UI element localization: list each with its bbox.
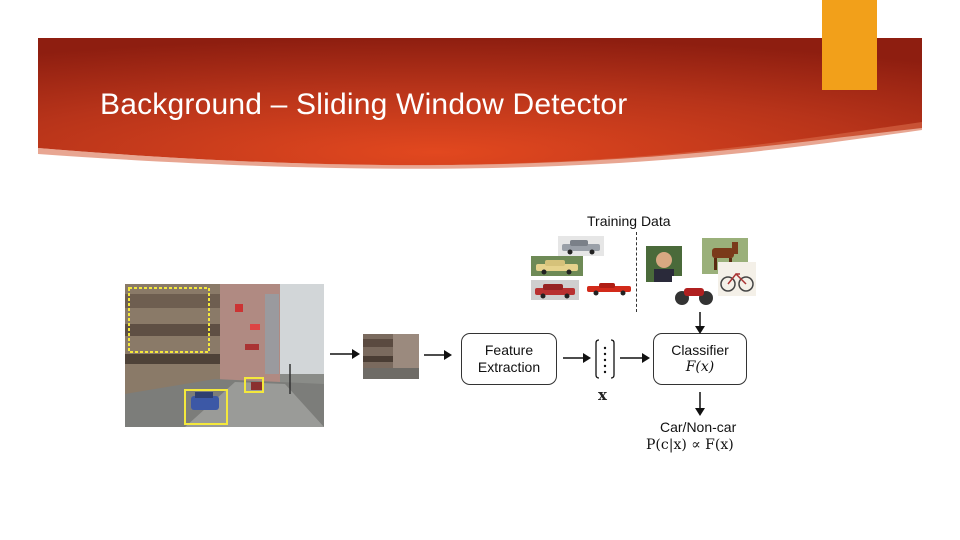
training-car-yellow-thumb — [531, 256, 583, 276]
street-scene-image — [125, 284, 324, 427]
training-person-thumb — [646, 246, 682, 282]
header-banner — [38, 38, 922, 178]
detection-window-small — [244, 377, 264, 393]
training-data-title: Training Data — [587, 213, 671, 229]
feature-box-line2: Extraction — [477, 359, 541, 375]
window-crop-image — [363, 334, 419, 379]
arrow-icon — [330, 349, 360, 359]
training-data-divider — [636, 232, 637, 312]
classifier-title: Classifier — [671, 342, 729, 358]
classifier-box: Classifier F(x) — [653, 333, 747, 385]
feature-vector-label: x — [598, 386, 607, 404]
training-car-sports-thumb — [585, 276, 633, 298]
feature-box-line1: Feature — [484, 342, 534, 358]
slide-title: Background – Sliding Window Detector — [100, 88, 628, 121]
feature-vector-icon — [595, 339, 615, 379]
training-bicycle-thumb — [718, 262, 756, 296]
detection-window-car — [184, 389, 228, 425]
training-car-red-thumb — [531, 280, 579, 300]
arrow-icon — [695, 392, 705, 416]
output-formula: P(c|x) ∝ F(x) — [646, 437, 734, 453]
output-label: Car/Non-car — [660, 419, 737, 435]
arrow-icon — [563, 353, 591, 363]
training-motorcycle-thumb — [672, 276, 716, 308]
arrow-icon — [424, 350, 452, 360]
classifier-formula: F(x) — [685, 359, 715, 375]
training-car-silver-thumb — [558, 236, 604, 256]
arrow-icon — [695, 312, 705, 334]
feature-extraction-box: Feature Extraction — [461, 333, 557, 385]
banner-shape — [38, 38, 922, 169]
detection-window-large — [128, 287, 210, 353]
arrow-icon — [620, 353, 650, 363]
accent-tab — [822, 0, 877, 90]
